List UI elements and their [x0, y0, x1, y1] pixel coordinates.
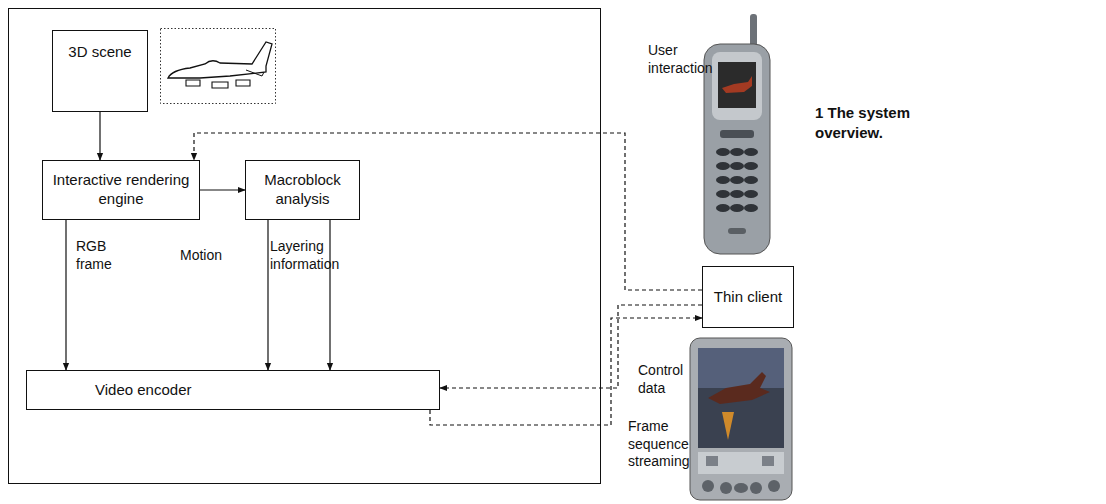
process-box: Thin client: [702, 266, 794, 328]
flow-label: Layering information: [270, 238, 339, 272]
box-label: Video encoder: [95, 381, 191, 400]
network-link: [194, 133, 702, 290]
flow-label-box: Control data: [638, 362, 698, 397]
flow-label-box: Layering information: [270, 238, 360, 273]
network-link: [430, 318, 702, 425]
figure-caption: 1 The system overview.: [815, 103, 940, 142]
flow-label-box: User interaction: [648, 42, 728, 77]
data-flow-arrow: [65, 220, 66, 370]
data-flow-arrow: [267, 220, 268, 370]
process-box: Interactive rendering engine: [42, 160, 200, 220]
box-label: 3D scene: [68, 43, 131, 62]
box-label: Thin client: [714, 288, 782, 307]
flow-label: Motion: [180, 247, 222, 263]
flow-label: User interaction: [648, 42, 713, 76]
flow-label: Frame sequence streaming: [628, 418, 689, 469]
flow-label-box: Motion: [180, 247, 240, 265]
flow-label: Control data: [638, 362, 683, 396]
process-box: Macroblock analysis: [245, 160, 360, 220]
flow-label-box: RGB frame: [76, 238, 126, 273]
data-flow-arrow: [200, 189, 245, 190]
data-flow-arrow: [99, 112, 100, 160]
flow-label-box: Frame sequence streaming: [628, 418, 702, 471]
pda-picture: [690, 338, 792, 500]
flow-label: RGB frame: [76, 238, 112, 272]
process-box: 3D scene: [52, 30, 148, 112]
phone-picture: [704, 14, 770, 254]
airplane-sketch: [161, 29, 276, 104]
process-box: Video encoder: [26, 370, 440, 410]
server-frame: [9, 9, 601, 484]
data-flow-arrow: [329, 220, 330, 370]
box-label: Macroblock analysis: [254, 171, 351, 209]
box-label: Interactive rendering engine: [51, 171, 191, 209]
